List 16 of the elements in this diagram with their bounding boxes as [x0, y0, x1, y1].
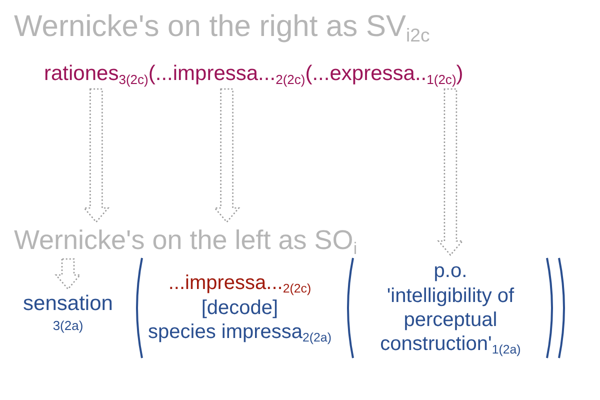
heading-text: Wernicke's on the left as SO$_{i}$ — [14, 225, 358, 256]
hollow-arrow — [213, 88, 240, 223]
hollow-arrow — [82, 88, 110, 223]
node-text: [decode] — [201, 296, 278, 320]
term-text: (...impressa...$_{2(2c)}$ — [148, 62, 306, 86]
term-text: rationes$_{3(2c)}$ — [44, 62, 148, 86]
node-text: 3(2a) — [52, 318, 84, 333]
node-text: species impressa$_{2(2a)}$ — [148, 320, 332, 345]
node-text: ...impressa...$_{2(2c)}$ — [168, 271, 312, 296]
node-text: sensation — [23, 292, 113, 316]
term-text: (...expressa..$_{1(2c)}$) — [305, 62, 464, 86]
hollow-arrow — [54, 258, 82, 290]
hollow-arrow — [437, 88, 464, 256]
node-text: 'intelligibility of perceptual construction'$_{1(2a)}$ — [379, 284, 522, 357]
title: Wernicke's on the right as SV$_{i2c}$ — [14, 10, 430, 44]
node-text: p.o. — [434, 259, 468, 284]
